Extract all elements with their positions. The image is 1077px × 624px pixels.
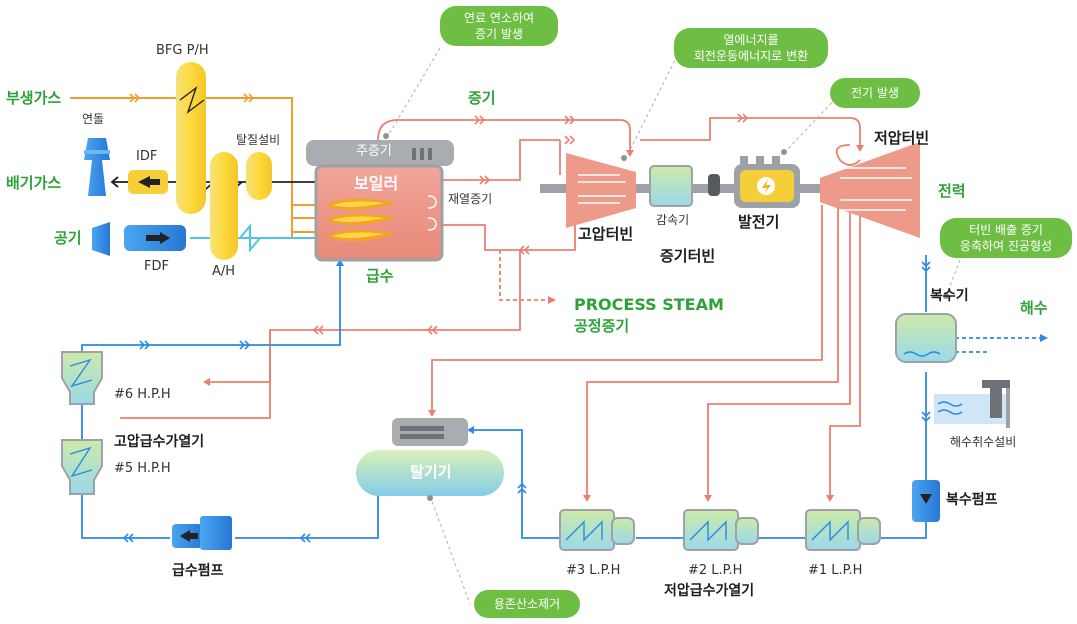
- flame-icon: [326, 198, 396, 242]
- steam-label: 증기: [468, 89, 496, 107]
- deoxygen-bubble: 용존산소제거: [474, 590, 580, 618]
- process-steam-en-label: PROCESS STEAM: [574, 295, 724, 314]
- bfg-ph-label: BFG P/H: [156, 43, 209, 58]
- stack-icon: [84, 138, 110, 196]
- fdf-fan: [92, 222, 186, 256]
- seawater-label: 해수: [1020, 299, 1048, 317]
- denitrification-label: 탈질설비: [236, 133, 281, 147]
- reducer: [649, 165, 720, 207]
- generation-bubble-line1: 전기 발생: [851, 86, 899, 100]
- steam-turbine-label: 증기터빈: [660, 247, 716, 265]
- idf-fan: [128, 170, 168, 194]
- hph6-label: #6 H.P.H: [114, 387, 171, 402]
- rotation-bubble-line2: 회전운동에너지로 변환: [693, 49, 809, 63]
- water-arrowheads: [336, 259, 1048, 434]
- lightning-icon: [762, 179, 771, 194]
- deoxygen-bubble-line1: 용존산소제거: [493, 597, 561, 611]
- intake-icon: [934, 380, 1010, 428]
- combustion-bubble-line2: 증기 발생: [475, 27, 523, 41]
- lp-heater-1: [805, 509, 881, 551]
- hp-heater-label: 고압급수가열기: [114, 434, 205, 450]
- lp-turbine: [820, 142, 920, 238]
- bfg-coil: [179, 86, 205, 114]
- flue-gas-label: 배기가스: [6, 174, 62, 192]
- hp-turbine: [566, 153, 636, 228]
- steam-lines: [120, 117, 861, 495]
- condenser: [895, 313, 957, 363]
- denitrification-tank: [246, 152, 272, 200]
- seawater-intake-label: 해수취수설비: [950, 435, 1017, 449]
- fdf-label: FDF: [144, 259, 169, 274]
- combustion-bubble-line1: 연료 연소하여: [463, 11, 535, 25]
- lph2-label: #2 L.P.H: [688, 563, 743, 578]
- lp-heater-3: [559, 509, 635, 551]
- bubble-dots: [383, 133, 949, 501]
- steam-chevrons: [312, 113, 749, 335]
- water-chevrons: [122, 261, 931, 543]
- pump-icon: [172, 516, 232, 550]
- power-label: 전력: [938, 182, 966, 200]
- lp-heater-2: [683, 509, 759, 551]
- combustion-bubble: 연료 연소하여 증기 발생: [440, 6, 558, 46]
- bubble-pointers: [387, 47, 961, 605]
- lph1-label: #1 L.P.H: [808, 563, 863, 578]
- condensate-pump: [912, 480, 940, 522]
- air-line: [190, 223, 318, 253]
- stack-label: 연돌: [82, 112, 105, 126]
- vacuum-bubble: 터빈 배출 증기 응축하여 진공형성: [940, 218, 1072, 258]
- lph3-label: #3 L.P.H: [566, 563, 621, 578]
- deaerator-label: 탈기기: [410, 463, 452, 481]
- feedwater-lines: [81, 255, 1040, 539]
- air-label: 공기: [54, 229, 82, 247]
- condenser-label: 복수기: [930, 288, 969, 304]
- hp-heater-6: [61, 351, 103, 405]
- condensate-pump-label: 복수펌프: [946, 492, 998, 508]
- generation-bubble: 전기 발생: [830, 78, 920, 108]
- bfg-ph-tank: [176, 62, 206, 214]
- reducer-label: 감속기: [656, 213, 690, 227]
- vacuum-bubble-line1: 터빈 배출 증기: [969, 223, 1043, 237]
- lp-turbine-label: 저압터빈: [874, 129, 930, 147]
- main-drum-label: 주증기: [356, 144, 392, 159]
- idf-label: IDF: [136, 149, 158, 164]
- rotation-bubble-line1: 열에너지를: [723, 33, 779, 47]
- gas-chevrons: [129, 93, 255, 103]
- feedwater-label: 급수: [366, 267, 394, 285]
- generator-label: 발전기: [738, 213, 780, 231]
- byproduct-gas-label: 부생가스: [6, 89, 62, 107]
- process-steam-ko-label: 공정증기: [574, 317, 630, 335]
- ah-tank: [210, 152, 238, 260]
- deaerator: [356, 418, 504, 496]
- hph5-label: #5 H.P.H: [114, 461, 171, 476]
- boiler-label: 보일러: [354, 174, 399, 193]
- hp-heater-5: [61, 439, 103, 495]
- ah-label: A/H: [212, 264, 236, 279]
- lp-heater-label: 저압급수가열기: [664, 583, 755, 599]
- vacuum-bubble-line2: 응축하여 진공형성: [959, 239, 1053, 253]
- rotation-bubble: 열에너지를 회전운동에너지로 변환: [674, 28, 828, 68]
- feed-pump-label: 급수펌프: [172, 563, 224, 579]
- hp-turbine-label: 고압터빈: [578, 225, 634, 243]
- reheat-steam-label: 재열증기: [448, 192, 493, 206]
